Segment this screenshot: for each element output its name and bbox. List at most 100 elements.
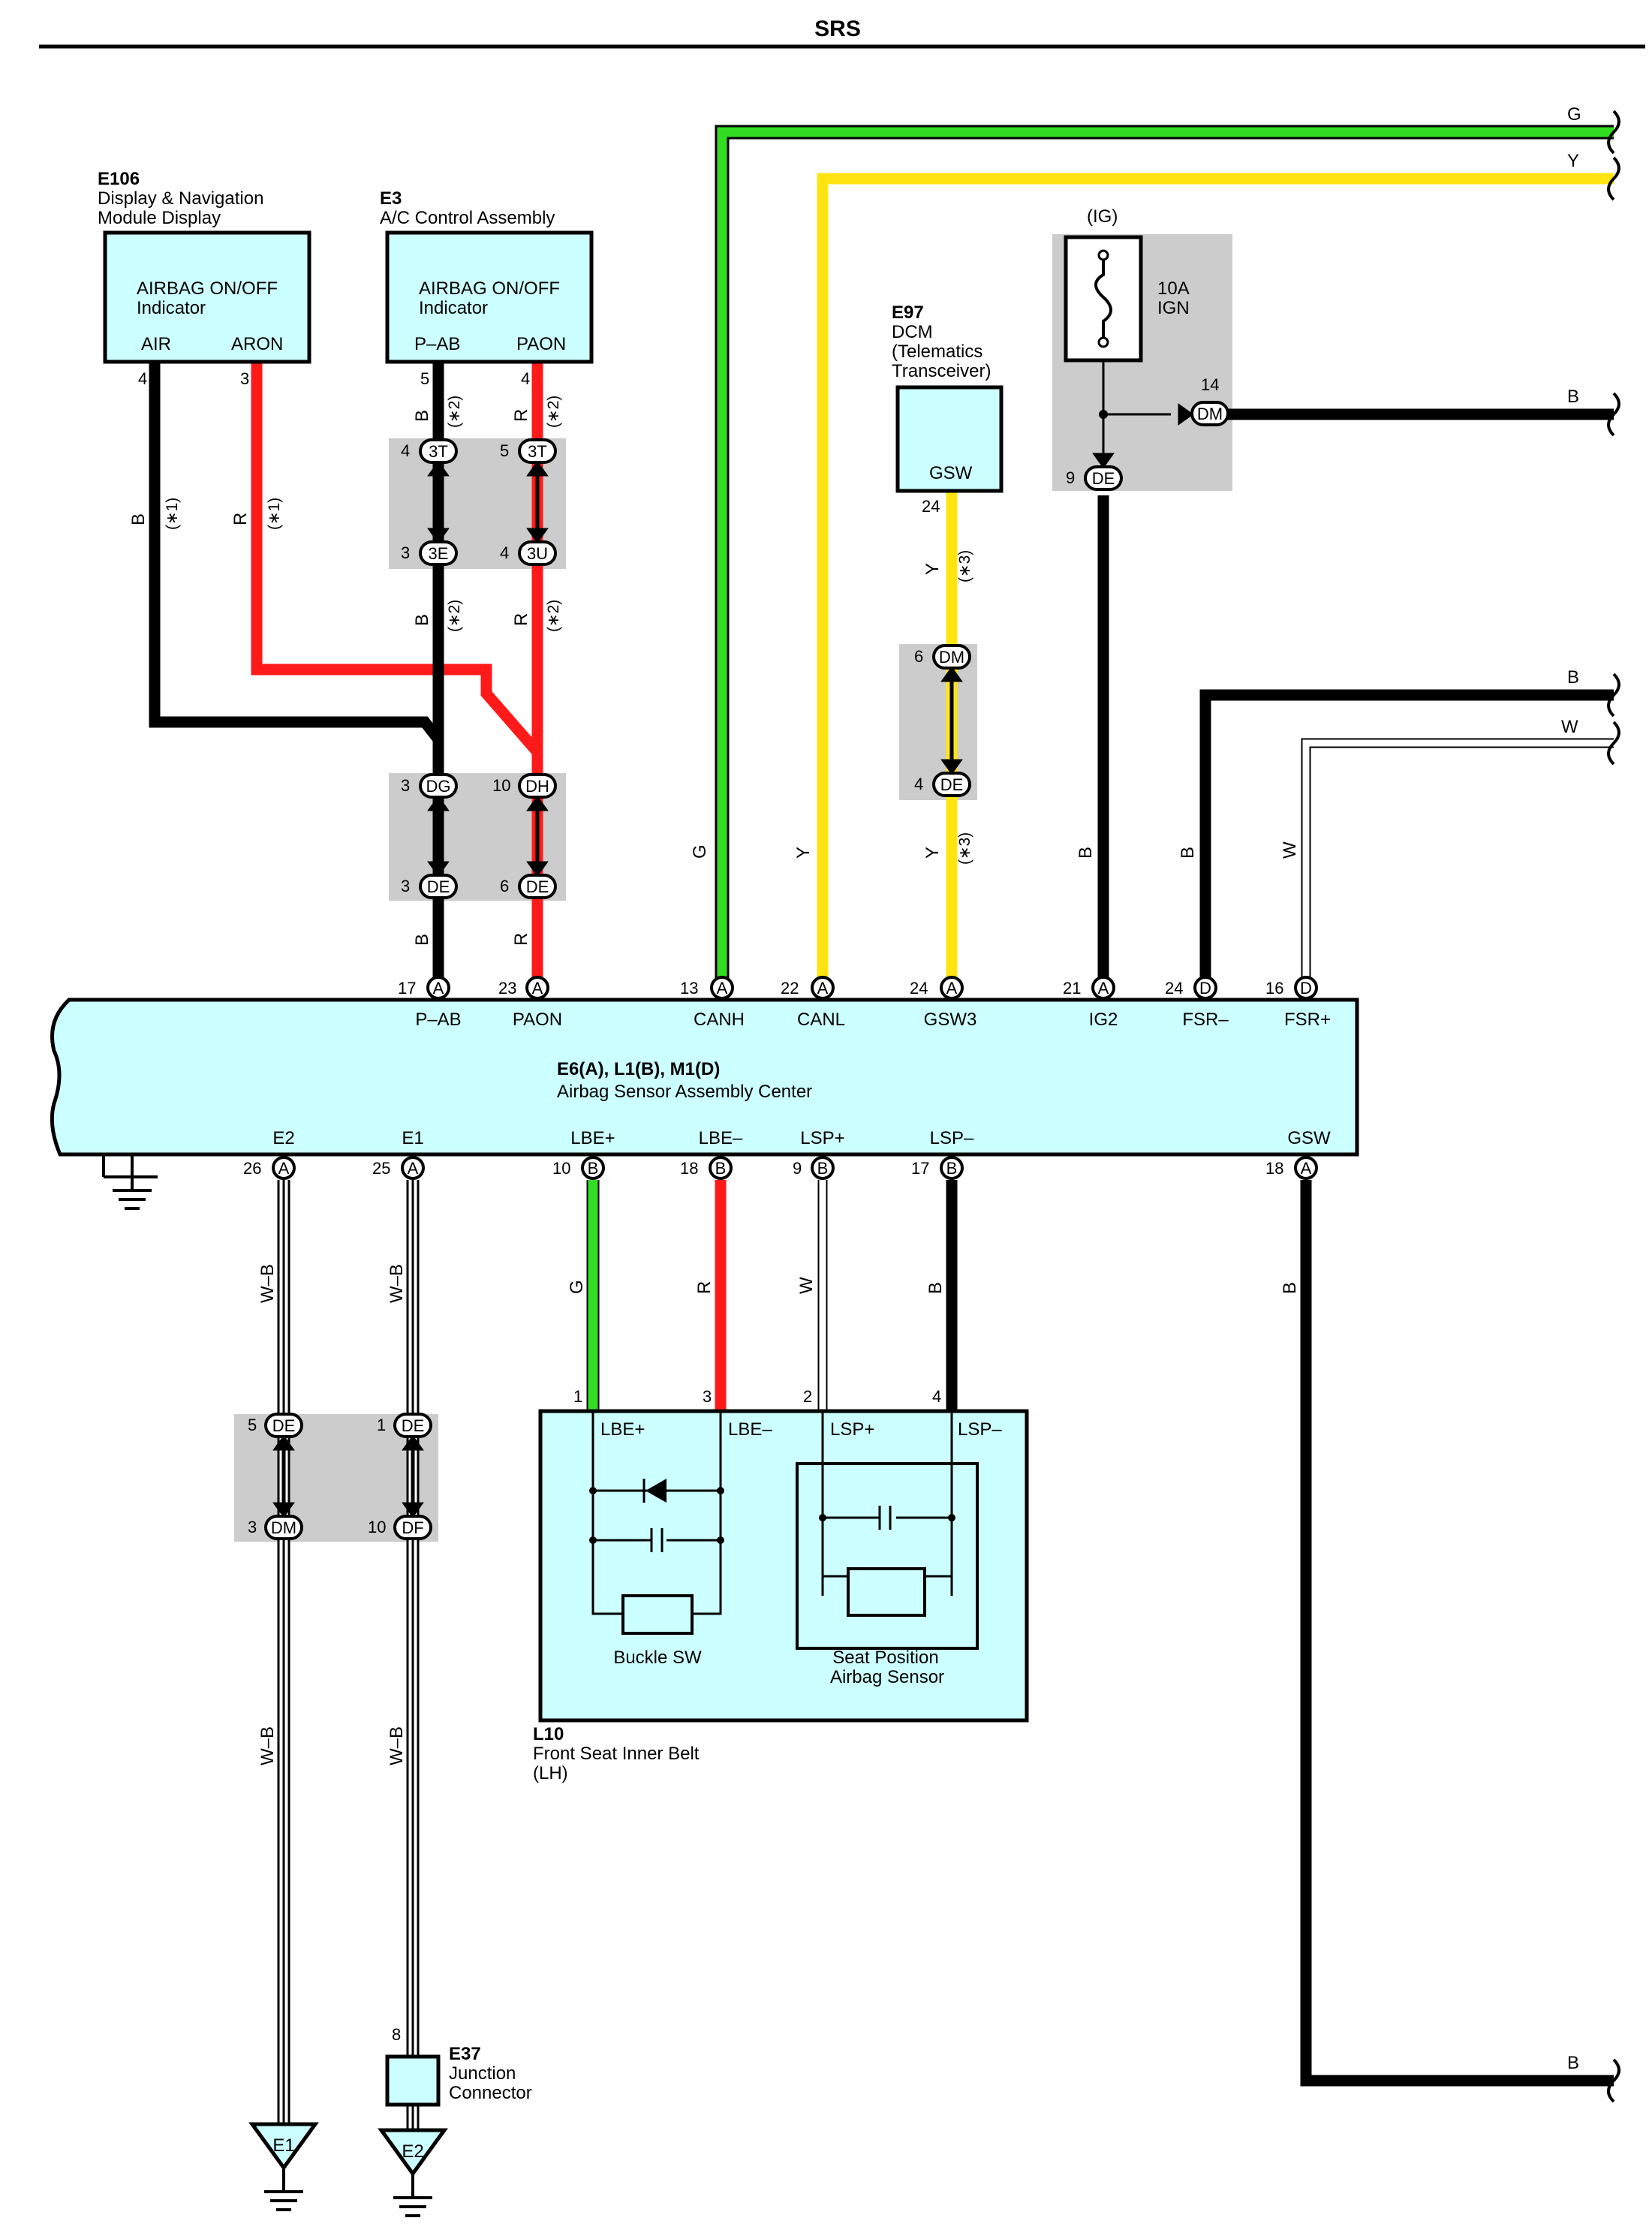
wire-r-aron <box>251 363 542 756</box>
ground-e1: E1 <box>248 2122 319 2211</box>
e106-pin-aron: ARON <box>231 334 283 354</box>
ecu-pin-lbe-minus: LBE– <box>699 1128 743 1148</box>
svg-text:Y: Y <box>922 847 943 859</box>
splice-dot <box>1099 410 1108 419</box>
ecu-box <box>50 998 1359 1157</box>
svg-text:5: 5 <box>500 441 509 460</box>
e3-label-2: Indicator <box>419 298 488 318</box>
svg-text:A: A <box>408 1159 419 1178</box>
wire-end-g: G <box>1567 104 1581 125</box>
svg-text:17: 17 <box>398 979 416 998</box>
svg-text:W–B: W–B <box>387 1264 407 1303</box>
svg-text:3: 3 <box>240 369 249 388</box>
e3-label-1: AIRBAG ON/OFF <box>419 278 560 299</box>
e97-pin-gsw: GSW <box>929 463 973 483</box>
svg-text:A: A <box>817 979 829 998</box>
svg-text:10: 10 <box>552 1159 570 1178</box>
wire-w-fsr-plus <box>1302 739 1614 980</box>
ecu-pin-connectors: A A A A A A D D A A B B B B A <box>272 976 1318 1180</box>
connector-de-e1: DE <box>393 1413 432 1438</box>
seat-sensor-box <box>796 1462 979 1650</box>
e106-label-2: Indicator <box>137 298 206 318</box>
pin-circle-t4: A <box>940 976 964 1000</box>
svg-text:W–B: W–B <box>387 1726 407 1765</box>
svg-text:3U: 3U <box>527 544 548 563</box>
buckle-sw-icon <box>621 1594 694 1635</box>
svg-text:A: A <box>278 1159 290 1178</box>
ecu-pin-e2: E2 <box>272 1128 294 1148</box>
fuse-element-icon <box>1094 255 1112 342</box>
ground-e1-label: E1 <box>272 2135 294 2156</box>
ecu-pin-ig2: IG2 <box>1089 1010 1118 1030</box>
ecu-pin-paon: PAON <box>513 1010 562 1030</box>
wire-b-gsw <box>1300 1180 1614 2087</box>
svg-text:Y: Y <box>793 847 814 859</box>
svg-text:23: 23 <box>498 979 516 998</box>
svg-text:(∗3): (∗3) <box>956 832 973 865</box>
buckle-sw-label: Buckle SW <box>613 1648 702 1668</box>
e97-name-1: DCM <box>892 322 933 342</box>
pin-circle-b0: A <box>272 1156 296 1180</box>
connector-de-gsw: DE <box>932 772 971 797</box>
fuse-source: (IG) <box>1087 206 1118 227</box>
l10-pin-lsp-plus: LSP+ <box>830 1419 874 1440</box>
connector-3e: 3E <box>419 540 458 566</box>
ecu-pin-canh: CANH <box>694 1010 745 1030</box>
l10-box <box>538 1409 1029 1723</box>
svg-text:25: 25 <box>372 1159 390 1178</box>
svg-text:22: 22 <box>781 979 799 998</box>
svg-text:D: D <box>1300 979 1312 998</box>
svg-text:18: 18 <box>680 1159 698 1178</box>
svg-text:DM: DM <box>1197 405 1223 423</box>
wire-y-canl <box>817 173 1614 980</box>
e3-id: E3 <box>380 188 402 209</box>
ecu-pin-fsr-minus: FSR– <box>1182 1010 1229 1030</box>
svg-text:24: 24 <box>922 497 940 516</box>
wire-end-w: W <box>1561 717 1578 737</box>
fuse-rating: 10A <box>1157 278 1190 299</box>
svg-text:B: B <box>946 1159 958 1178</box>
e3-box <box>385 230 594 364</box>
svg-text:24: 24 <box>910 979 928 998</box>
svg-text:6: 6 <box>500 877 509 895</box>
seat-sensor-label-1: Seat Position <box>832 1648 938 1668</box>
svg-text:DE: DE <box>427 877 450 896</box>
pin-circle-t0: A <box>426 976 450 1000</box>
svg-text:(∗1): (∗1) <box>266 498 283 530</box>
pin-circle-b1: A <box>401 1156 425 1180</box>
svg-text:W: W <box>796 1277 817 1294</box>
svg-text:4: 4 <box>914 775 923 793</box>
svg-text:DM: DM <box>939 648 964 667</box>
svg-text:DE: DE <box>272 1416 296 1435</box>
svg-text:(∗2): (∗2) <box>545 396 562 428</box>
pin-circle-b3: B <box>709 1156 733 1180</box>
pin-circle-t6: D <box>1193 976 1217 1000</box>
svg-text:3E: 3E <box>429 544 449 563</box>
svg-text:A: A <box>1098 979 1109 998</box>
svg-text:DH: DH <box>525 777 549 796</box>
svg-text:16: 16 <box>1265 979 1283 998</box>
svg-text:DE: DE <box>1092 469 1115 488</box>
wire-end-y: Y <box>1567 151 1579 171</box>
wire-end-b2: B <box>1567 667 1579 688</box>
page-title: SRS <box>814 17 861 41</box>
svg-text:5: 5 <box>248 1416 257 1434</box>
e106-box <box>103 230 311 364</box>
svg-text:A: A <box>532 979 543 998</box>
svg-text:W–B: W–B <box>257 1726 278 1765</box>
pin-circle-b4: B <box>811 1156 835 1180</box>
e97-box <box>895 385 1004 493</box>
ground-e2: E2 <box>378 2128 448 2217</box>
wire-color-labels: B (∗1) R (∗1) B (∗2) R (∗2) B (∗2) R (∗2… <box>128 396 1300 1765</box>
fuse-name: IGN <box>1157 298 1190 318</box>
svg-text:B: B <box>412 934 432 946</box>
seat-sensor-label-2: Airbag Sensor <box>830 1667 944 1687</box>
svg-text:A: A <box>946 979 958 998</box>
ecu-pin-gsw: GSW <box>1287 1128 1331 1148</box>
svg-text:24: 24 <box>1165 979 1183 998</box>
svg-text:17: 17 <box>911 1159 929 1178</box>
wire-end-b1: B <box>1567 387 1579 407</box>
connector-dm-e2: DM <box>264 1515 303 1540</box>
